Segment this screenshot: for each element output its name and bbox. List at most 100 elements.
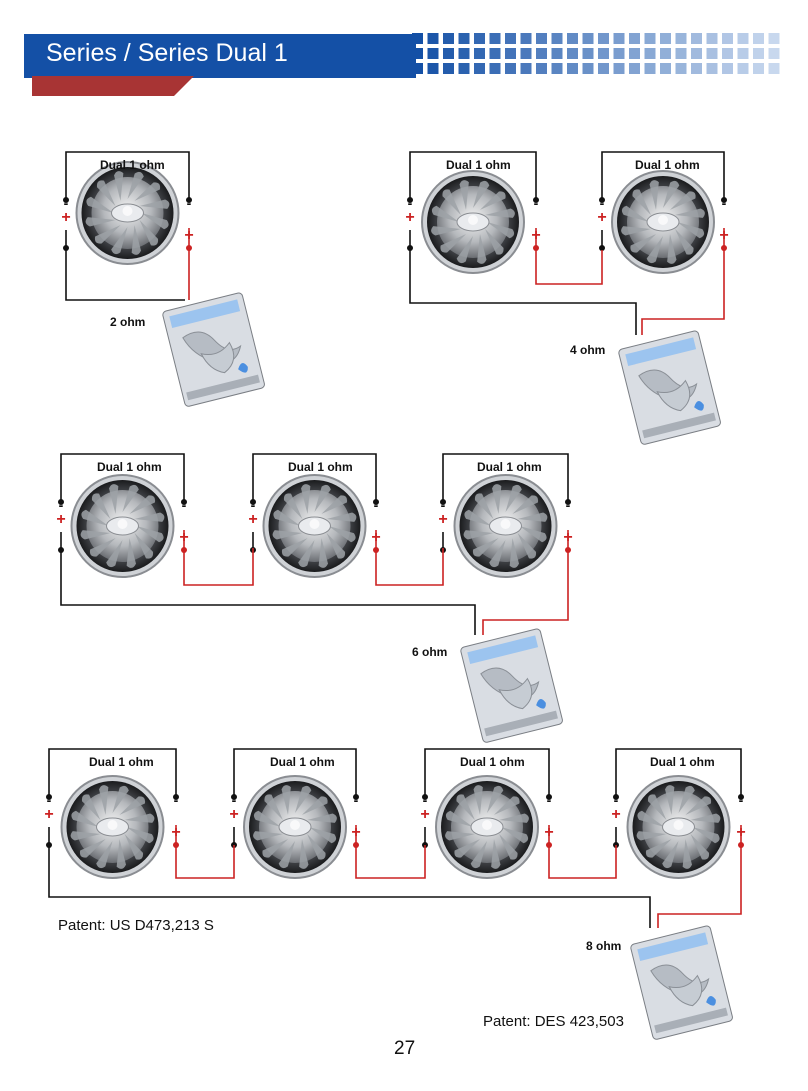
plus-sign: + bbox=[420, 806, 429, 823]
minus-sign: - bbox=[739, 792, 744, 808]
grid-square bbox=[753, 48, 764, 59]
amp-ohm-label: 6 ohm bbox=[412, 645, 448, 659]
terminal-dot bbox=[533, 197, 539, 203]
grid-square bbox=[582, 33, 594, 44]
grid-square bbox=[582, 63, 594, 74]
grid-square bbox=[737, 63, 749, 74]
speaker-ohm-label: Dual 1 ohm bbox=[89, 755, 154, 769]
grid-square bbox=[551, 33, 563, 44]
grid-square bbox=[505, 63, 516, 74]
amplifier-icon bbox=[460, 628, 563, 743]
header-accent-stripe bbox=[32, 76, 416, 96]
terminal-dot bbox=[373, 499, 379, 505]
grid-square bbox=[412, 63, 423, 74]
terminal-dot bbox=[546, 794, 552, 800]
header-grid-decoration bbox=[412, 33, 780, 74]
speaker-icon bbox=[70, 474, 175, 578]
amp-ohm-label: 4 ohm bbox=[570, 343, 606, 357]
plus-sign: + bbox=[248, 511, 257, 528]
plus-sign: + bbox=[44, 806, 53, 823]
grid-square bbox=[520, 63, 532, 74]
grid-square bbox=[474, 63, 485, 74]
speaker-loop-wire bbox=[252, 453, 377, 502]
grid-square bbox=[753, 63, 764, 74]
grid-square bbox=[598, 63, 609, 74]
speaker-icon bbox=[421, 170, 525, 274]
grid-square bbox=[706, 33, 718, 44]
speaker-ohm-label: Dual 1 ohm bbox=[477, 460, 542, 474]
terminal-dot bbox=[565, 499, 571, 505]
speaker-icon bbox=[75, 161, 180, 265]
jumper-wire bbox=[183, 548, 254, 586]
grid-square bbox=[520, 33, 532, 44]
plus-sign: + bbox=[597, 209, 606, 226]
speaker-loop-wire bbox=[60, 453, 185, 502]
jumper-wire bbox=[375, 548, 444, 586]
grid-square bbox=[629, 48, 640, 59]
jumper-wire bbox=[355, 845, 426, 879]
grid-square bbox=[412, 33, 423, 44]
grid-square bbox=[737, 33, 749, 44]
grid-square bbox=[567, 63, 578, 74]
speaker-icon bbox=[262, 474, 367, 578]
terminal-dot bbox=[250, 499, 256, 505]
grid-square bbox=[551, 48, 563, 59]
grid-square bbox=[675, 48, 687, 59]
grid-square bbox=[722, 33, 733, 44]
grid-square bbox=[675, 63, 687, 74]
grid-square bbox=[660, 48, 671, 59]
minus-sign: - bbox=[566, 497, 571, 513]
grid-square bbox=[443, 63, 454, 74]
negative-lead bbox=[48, 845, 651, 928]
negative-lead bbox=[409, 250, 637, 335]
terminal-dot bbox=[63, 197, 69, 203]
grid-square bbox=[691, 33, 702, 44]
grid-square bbox=[458, 63, 470, 74]
grid-square bbox=[722, 63, 733, 74]
grid-square bbox=[660, 33, 671, 44]
grid-square bbox=[505, 48, 516, 59]
grid-square bbox=[412, 48, 423, 59]
grid-square bbox=[706, 48, 718, 59]
jumper-wire bbox=[175, 845, 235, 879]
plus-sign: + bbox=[611, 806, 620, 823]
minus-sign: - bbox=[423, 792, 428, 808]
grid-square bbox=[536, 33, 547, 44]
plus-sign: + bbox=[61, 209, 70, 226]
terminal-dot bbox=[46, 794, 52, 800]
grid-square bbox=[613, 33, 625, 44]
jumper-wire bbox=[548, 845, 617, 879]
grid-square bbox=[598, 48, 609, 59]
terminal-dot bbox=[181, 499, 187, 505]
plus-sign: + bbox=[229, 806, 238, 823]
grid-square bbox=[691, 48, 702, 59]
speaker-loop-wire bbox=[601, 151, 725, 200]
positive-lead bbox=[641, 250, 725, 335]
minus-sign: - bbox=[174, 792, 179, 808]
grid-square bbox=[768, 48, 780, 59]
grid-square bbox=[768, 33, 780, 44]
grid-square bbox=[753, 33, 764, 44]
amp-ohm-label: 8 ohm bbox=[586, 939, 622, 953]
plus-sign: + bbox=[405, 209, 414, 226]
grid-square bbox=[536, 63, 547, 74]
speaker-loop-wire bbox=[442, 453, 569, 502]
minus-sign: - bbox=[441, 497, 446, 513]
positive-lead bbox=[482, 548, 569, 635]
grid-square bbox=[427, 33, 439, 44]
page-title: Series / Series Dual 1 bbox=[46, 39, 288, 67]
negative-lead bbox=[60, 548, 476, 635]
grid-square bbox=[443, 33, 454, 44]
speaker-ohm-label: Dual 1 ohm bbox=[288, 460, 353, 474]
negative-lead bbox=[65, 248, 185, 301]
grid-square bbox=[768, 63, 780, 74]
grid-square bbox=[443, 48, 454, 59]
grid-square bbox=[722, 48, 733, 59]
terminal-dot bbox=[186, 197, 192, 203]
speaker-icon bbox=[243, 775, 347, 879]
minus-sign: - bbox=[354, 792, 359, 808]
plus-sign: + bbox=[56, 511, 65, 528]
jumper-wire bbox=[535, 250, 603, 285]
speaker-loop-wire bbox=[409, 151, 537, 200]
